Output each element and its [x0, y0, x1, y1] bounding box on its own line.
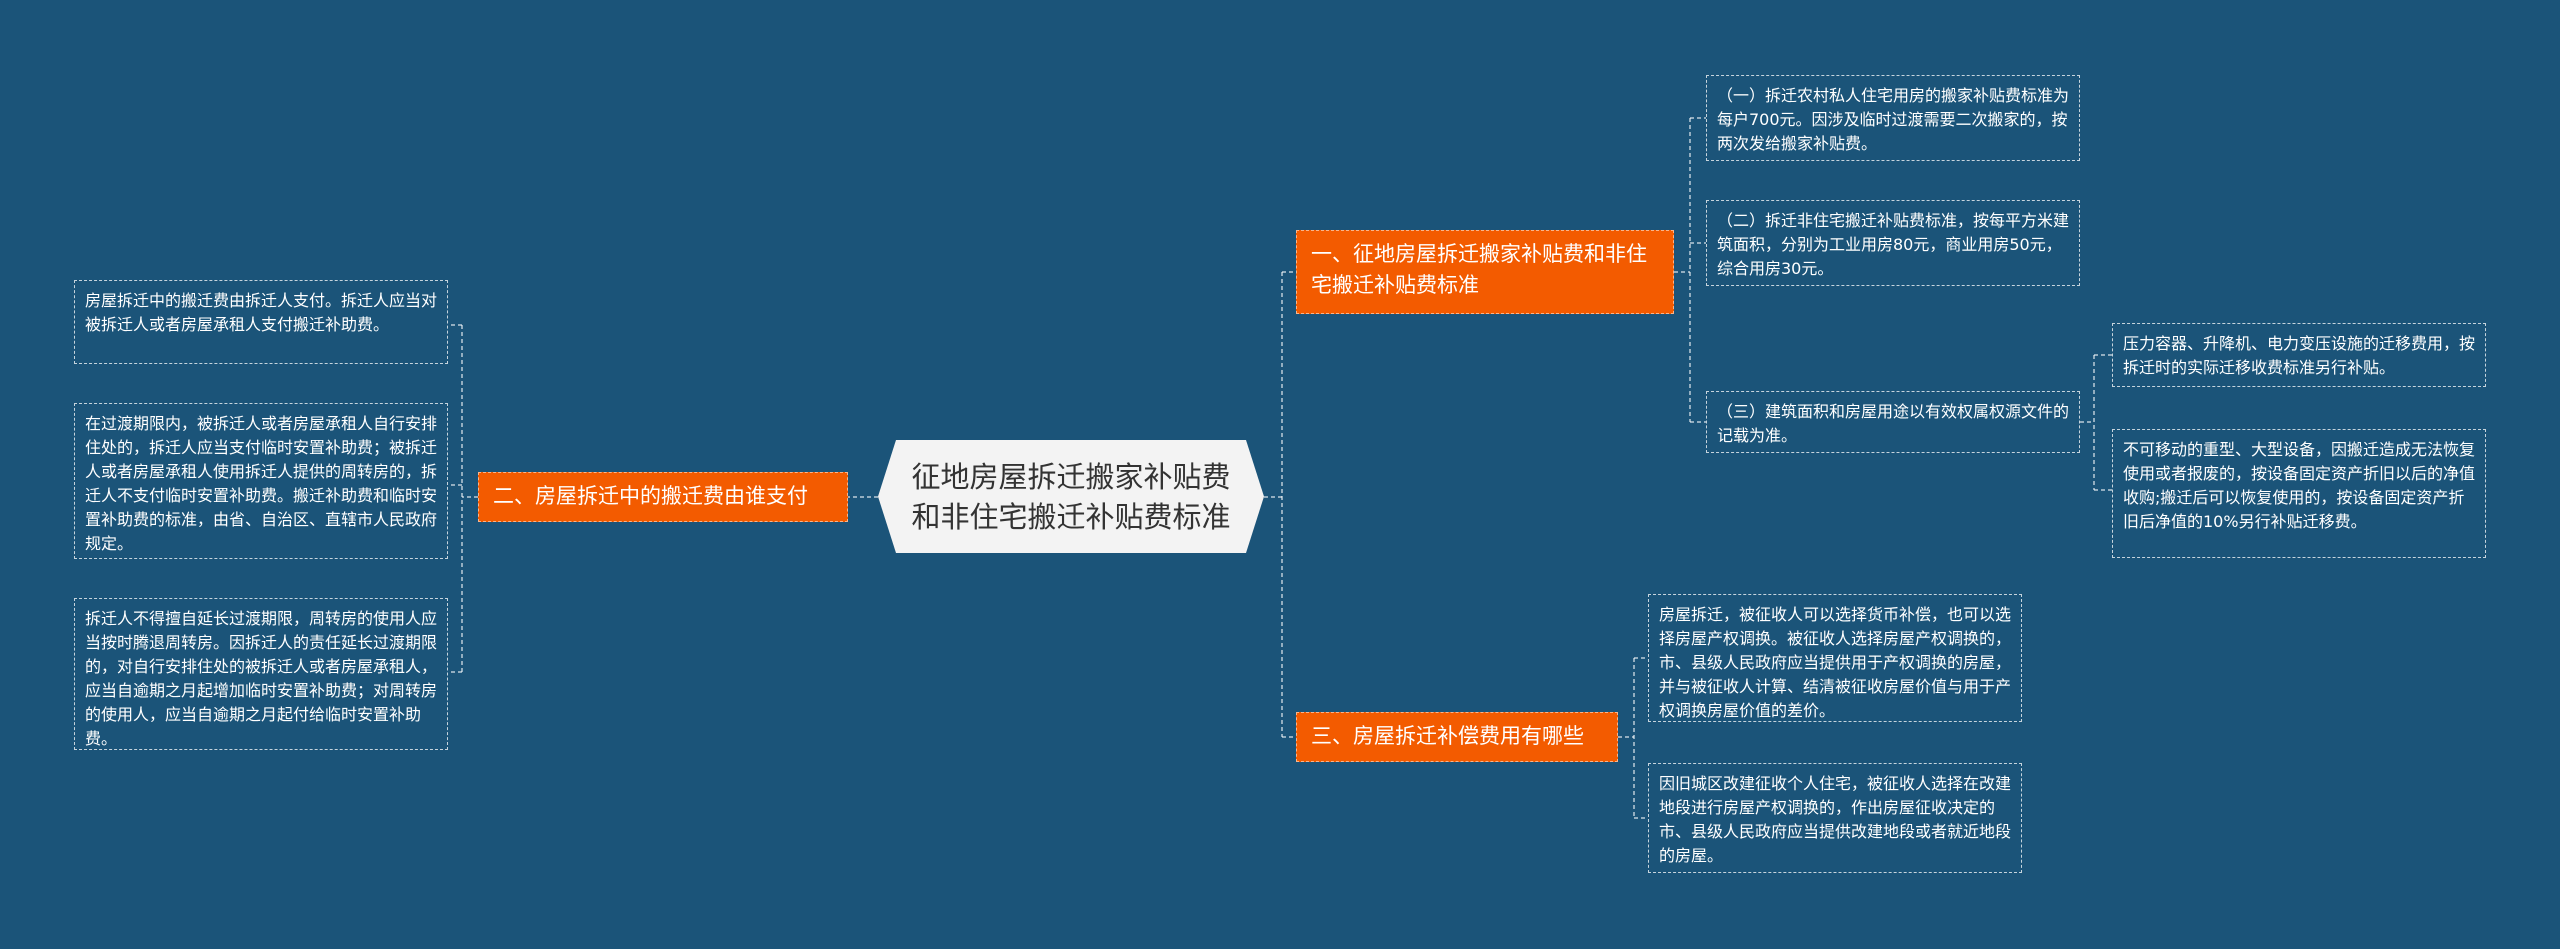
- leaf-node-label: 不可移动的重型、大型设备，因搬迁造成无法恢复使用或者报废的，按设备固定资产折旧以…: [2123, 440, 2476, 531]
- leaf-node-label: （三）建筑面积和房屋用途以有效权属权源文件的记载为准。: [1717, 402, 2070, 445]
- leaf-node-b1-2[interactable]: （二）拆迁非住宅搬迁补贴费标准，按每平方米建筑面积，分别为工业用房80元，商业用…: [1706, 200, 2080, 286]
- branch-node-label: 一、征地房屋拆迁搬家补贴费和非住宅搬迁补贴费标准: [1311, 242, 1647, 297]
- leaf-node-b1-3[interactable]: （三）建筑面积和房屋用途以有效权属权源文件的记载为准。: [1706, 391, 2080, 453]
- leaf-node-b1-3-2[interactable]: 不可移动的重型、大型设备，因搬迁造成无法恢复使用或者报废的，按设备固定资产折旧以…: [2112, 429, 2486, 558]
- leaf-node-label: 因旧城区改建征收个人住宅，被征收人选择在改建地段进行房屋产权调换的，作出房屋征收…: [1659, 774, 2012, 865]
- leaf-node-label: 拆迁人不得擅自延长过渡期限，周转房的使用人应当按时腾退周转房。因拆迁人的责任延长…: [85, 609, 438, 748]
- leaf-node-label: （二）拆迁非住宅搬迁补贴费标准，按每平方米建筑面积，分别为工业用房80元，商业用…: [1717, 211, 2070, 278]
- branch-node-label: 三、房屋拆迁补偿费用有哪些: [1311, 724, 1584, 748]
- leaf-node-b2-1[interactable]: 房屋拆迁中的搬迁费由拆迁人支付。拆迁人应当对被拆迁人或者房屋承租人支付搬迁补助费…: [74, 280, 448, 364]
- leaf-node-b3-2[interactable]: 因旧城区改建征收个人住宅，被征收人选择在改建地段进行房屋产权调换的，作出房屋征收…: [1648, 763, 2022, 873]
- leaf-node-label: 房屋拆迁中的搬迁费由拆迁人支付。拆迁人应当对被拆迁人或者房屋承租人支付搬迁补助费…: [85, 291, 438, 334]
- leaf-node-label: （一）拆迁农村私人住宅用房的搬家补贴费标准为每户700元。因涉及临时过渡需要二次…: [1717, 86, 2070, 153]
- branch-node-1[interactable]: 一、征地房屋拆迁搬家补贴费和非住宅搬迁补贴费标准: [1296, 230, 1674, 314]
- leaf-node-b3-1[interactable]: 房屋拆迁，被征收人可以选择货币补偿，也可以选择房屋产权调换。被征收人选择房屋产权…: [1648, 594, 2022, 722]
- leaf-node-label: 房屋拆迁，被征收人可以选择货币补偿，也可以选择房屋产权调换。被征收人选择房屋产权…: [1659, 605, 2012, 720]
- root-node[interactable]: 征地房屋拆迁搬家补贴费和非住宅搬迁补贴费标准: [878, 440, 1264, 553]
- branch-node-3[interactable]: 三、房屋拆迁补偿费用有哪些: [1296, 712, 1618, 762]
- branch-node-label: 二、房屋拆迁中的搬迁费由谁支付: [493, 484, 808, 508]
- leaf-node-b2-3[interactable]: 拆迁人不得擅自延长过渡期限，周转房的使用人应当按时腾退周转房。因拆迁人的责任延长…: [74, 598, 448, 750]
- branch-node-2[interactable]: 二、房屋拆迁中的搬迁费由谁支付: [478, 472, 848, 522]
- leaf-node-b1-1[interactable]: （一）拆迁农村私人住宅用房的搬家补贴费标准为每户700元。因涉及临时过渡需要二次…: [1706, 75, 2080, 161]
- leaf-node-b2-2[interactable]: 在过渡期限内，被拆迁人或者房屋承租人自行安排住处的，拆迁人应当支付临时安置补助费…: [74, 403, 448, 559]
- leaf-node-label: 压力容器、升降机、电力变压设施的迁移费用，按拆迁时的实际迁移收费标准另行补贴。: [2123, 334, 2476, 377]
- leaf-node-label: 在过渡期限内，被拆迁人或者房屋承租人自行安排住处的，拆迁人应当支付临时安置补助费…: [85, 414, 438, 553]
- leaf-node-b1-3-1[interactable]: 压力容器、升降机、电力变压设施的迁移费用，按拆迁时的实际迁移收费标准另行补贴。: [2112, 323, 2486, 387]
- root-node-label: 征地房屋拆迁搬家补贴费和非住宅搬迁补贴费标准: [911, 459, 1231, 534]
